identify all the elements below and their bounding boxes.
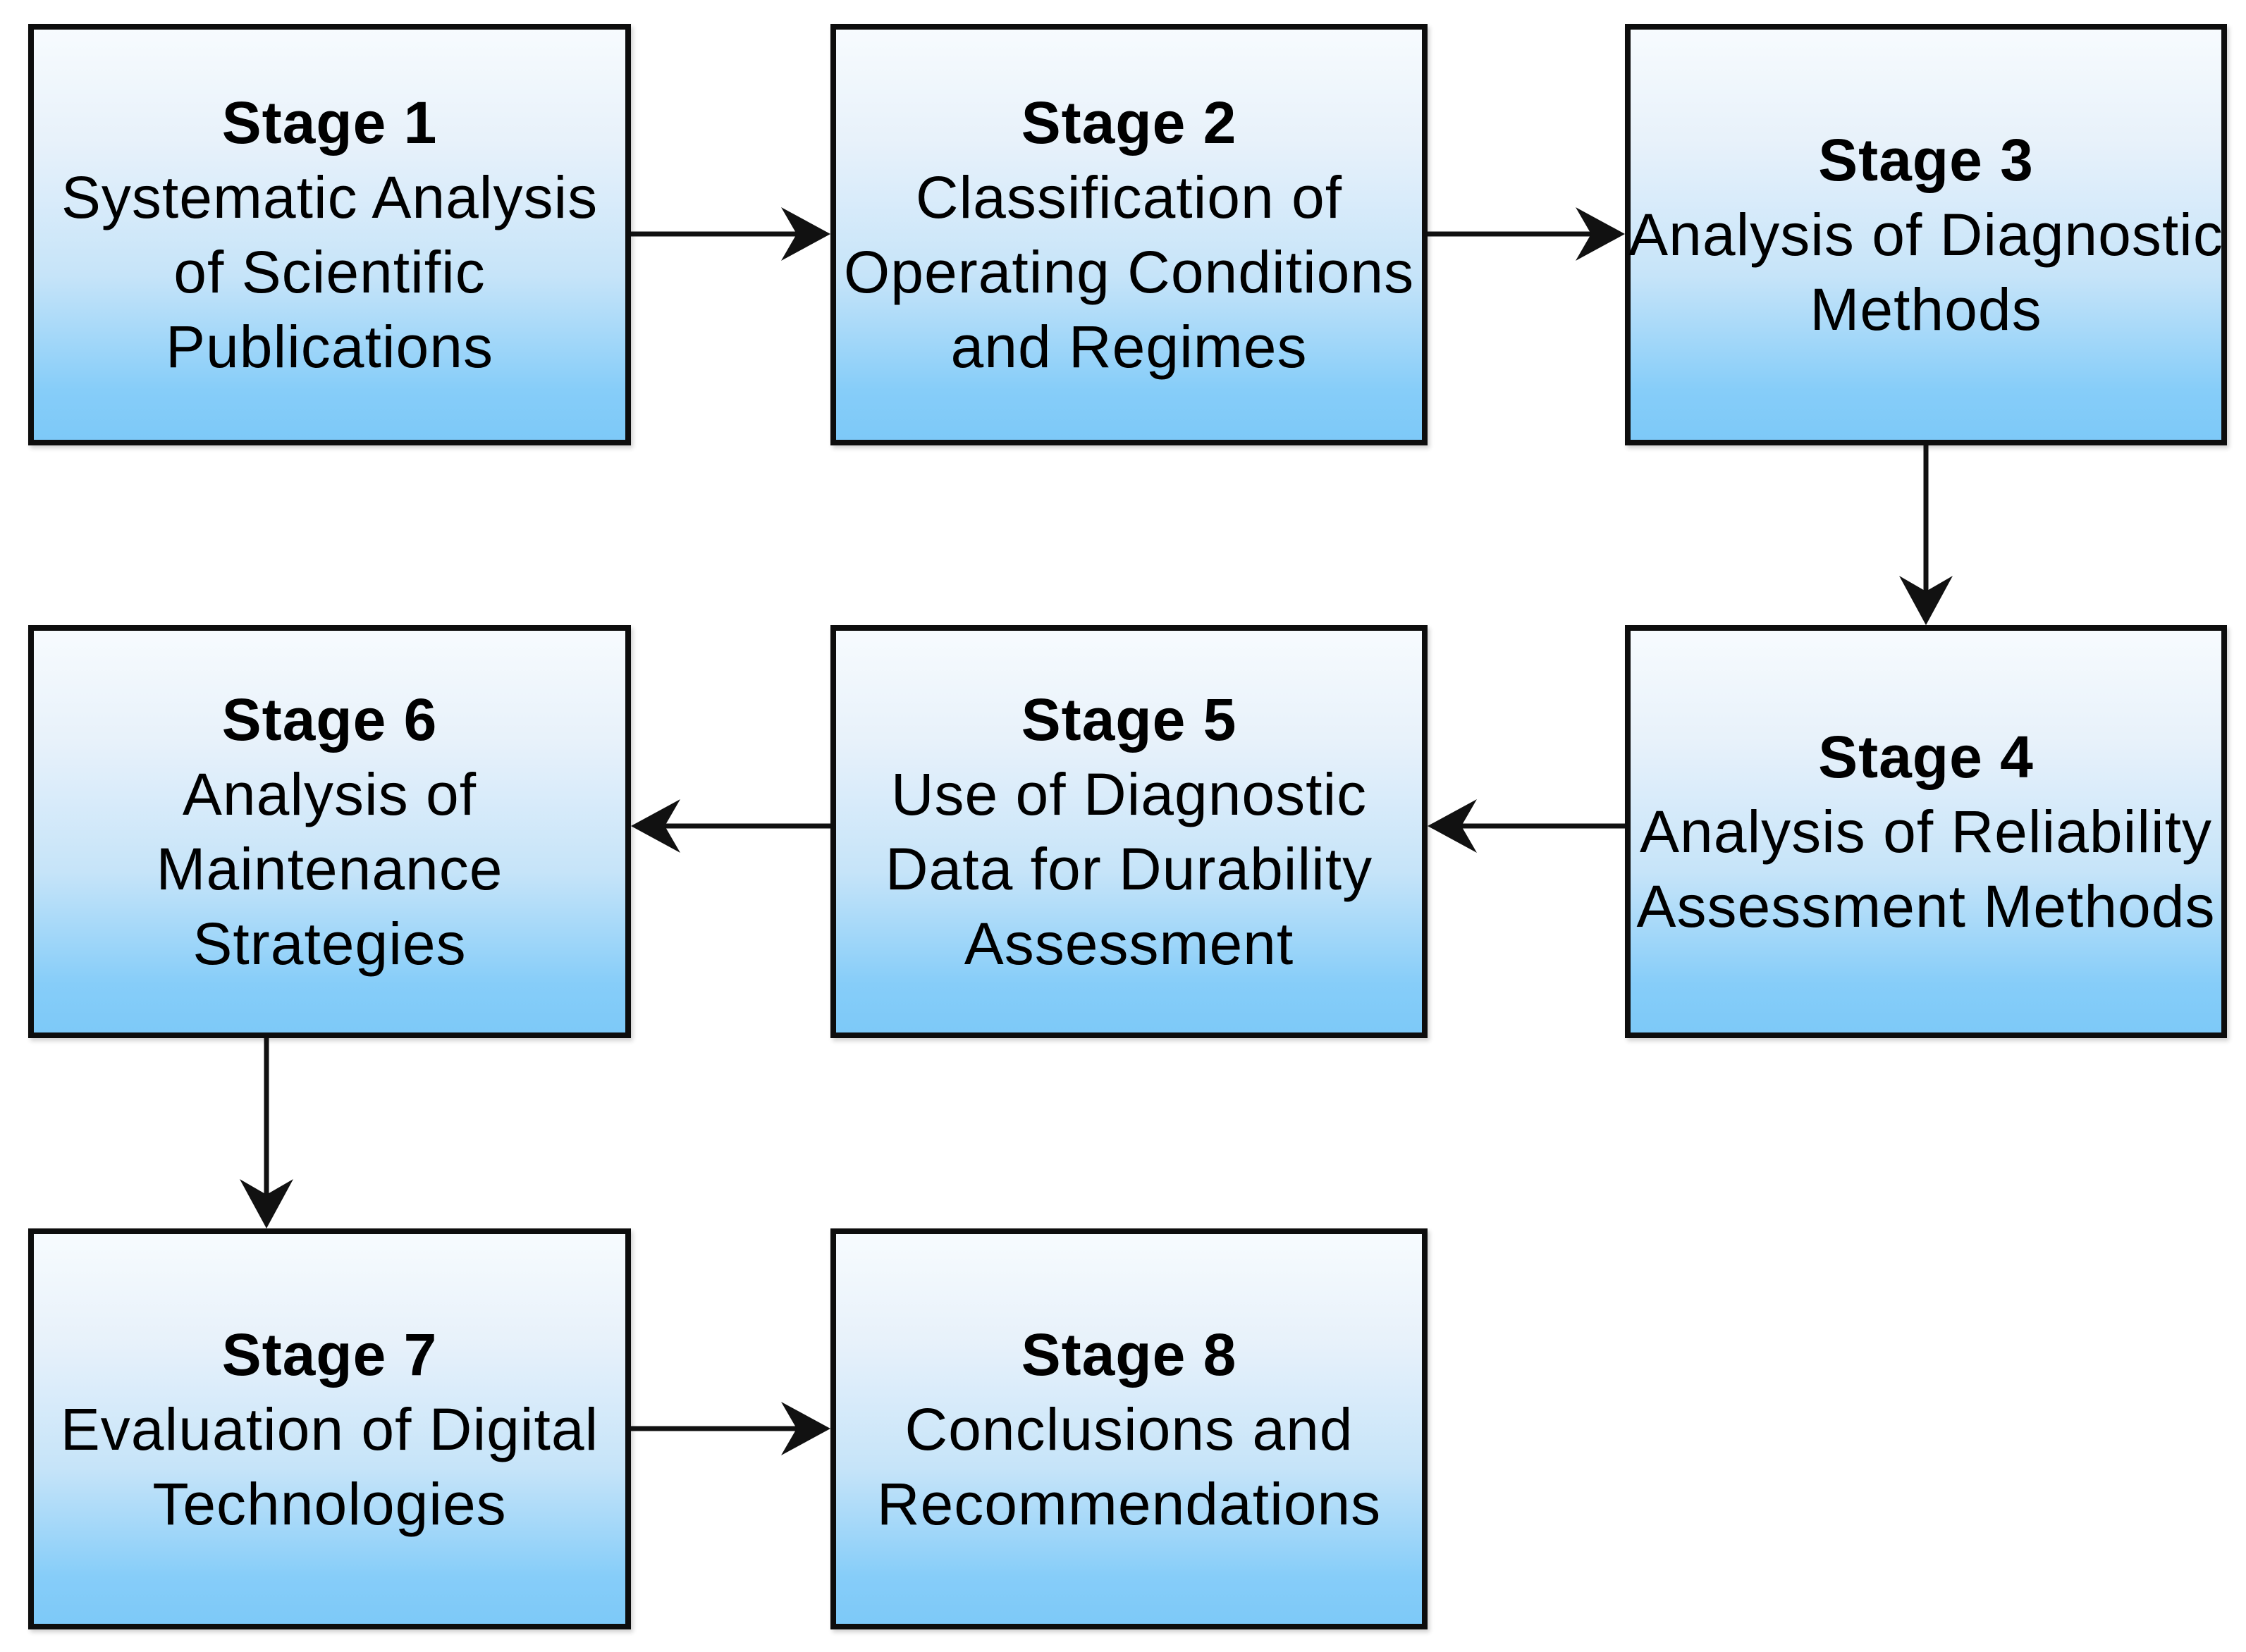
arrow-right-icon [1576, 207, 1625, 261]
arrow-left-icon [1428, 799, 1477, 853]
stage-7-title: Stage 7 [221, 1321, 438, 1388]
stage-8-title: Stage 8 [1021, 1321, 1237, 1388]
stage-3-box: Stage 3 Analysis of Diagnostic Methods [1625, 24, 2227, 445]
connector-stage1-stage2 [631, 207, 830, 261]
arrow-down-icon [1899, 576, 1953, 625]
connector-stage5-stage6 [631, 799, 830, 853]
connector-stage2-stage3 [1428, 207, 1625, 261]
stage-1-description: Systematic Analysis of Scientific Public… [61, 164, 599, 380]
connector-stage7-stage8 [631, 1402, 830, 1455]
stage-5-box: Stage 5 Use of Diagnostic Data for Durab… [830, 625, 1428, 1038]
arrow-right-icon [781, 207, 830, 261]
connector-stage4-stage5 [1428, 799, 1625, 853]
stage-8-box: Stage 8 Conclusions and Recommendations [830, 1228, 1428, 1629]
stage-1-box: Stage 1 Systematic Analysis of Scientifi… [28, 24, 631, 445]
stage-6-title: Stage 6 [221, 686, 438, 753]
stage-3-title: Stage 3 [1818, 127, 2034, 193]
stage-7-description: Evaluation of Digital Technologies [60, 1395, 599, 1537]
stage-6-box: Stage 6 Analysis of Maintenance Strategi… [28, 625, 631, 1038]
stage-2-title: Stage 2 [1021, 90, 1237, 156]
stage-7-box: Stage 7 Evaluation of Digital Technologi… [28, 1228, 631, 1629]
arrow-down-icon [240, 1179, 293, 1228]
connector-stage3-stage4 [1899, 445, 1953, 625]
stage-1-title: Stage 1 [221, 90, 438, 156]
stage-4-description: Analysis of Reliability Assessment Metho… [1636, 799, 2216, 939]
stage-2-description: Classification of Operating Conditions a… [843, 164, 1415, 380]
stage-4-title: Stage 4 [1818, 724, 2034, 790]
connector-stage6-stage7 [240, 1038, 293, 1228]
stage-2-box: Stage 2 Classification of Operating Cond… [830, 24, 1428, 445]
stage-3-description: Analysis of Diagnostic Methods [1628, 202, 2223, 343]
arrow-right-icon [781, 1402, 830, 1455]
stage-8-description: Conclusions and Recommendations [876, 1395, 1382, 1537]
stage-5-title: Stage 5 [1021, 686, 1237, 753]
stage-6-description: Analysis of Maintenance Strategies [156, 761, 503, 977]
stage-4-box: Stage 4 Analysis of Reliability Assessme… [1625, 625, 2227, 1038]
stage-5-description: Use of Diagnostic Data for Durability As… [885, 761, 1373, 977]
arrow-left-icon [631, 799, 680, 853]
